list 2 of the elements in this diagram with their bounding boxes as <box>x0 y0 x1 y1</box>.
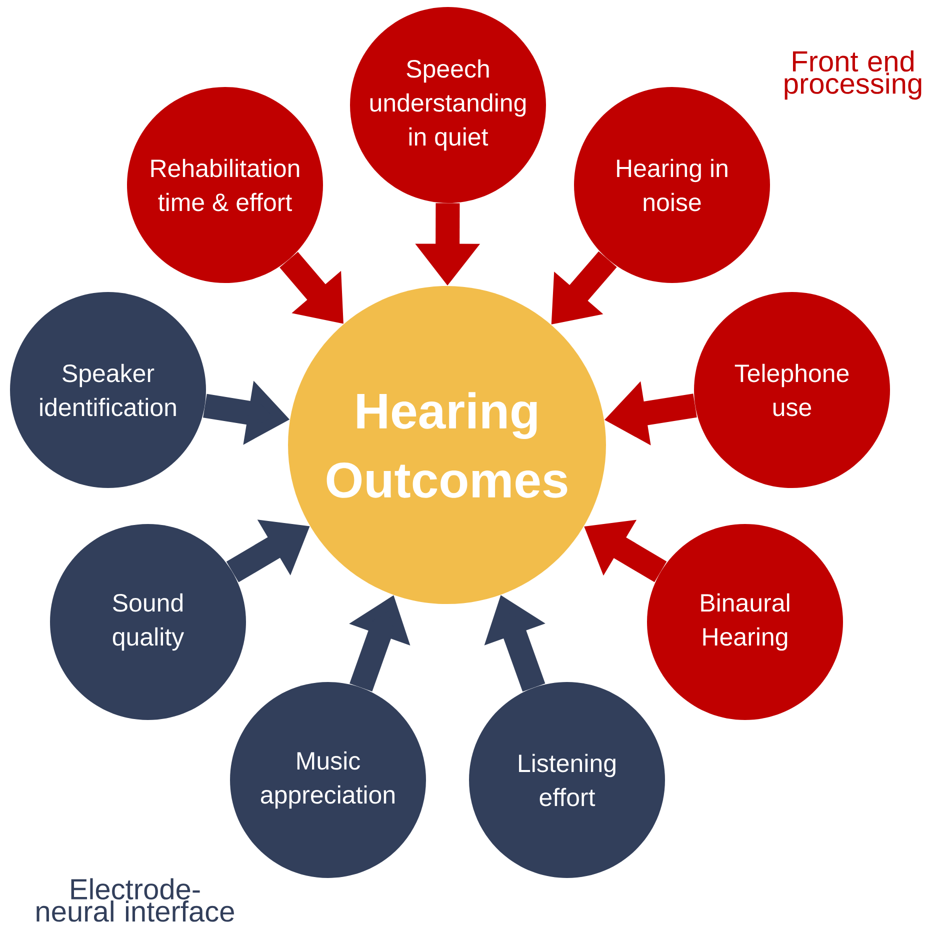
group-label: Front end processing <box>784 50 922 100</box>
group-label: Electrode-neural interface <box>36 878 234 922</box>
